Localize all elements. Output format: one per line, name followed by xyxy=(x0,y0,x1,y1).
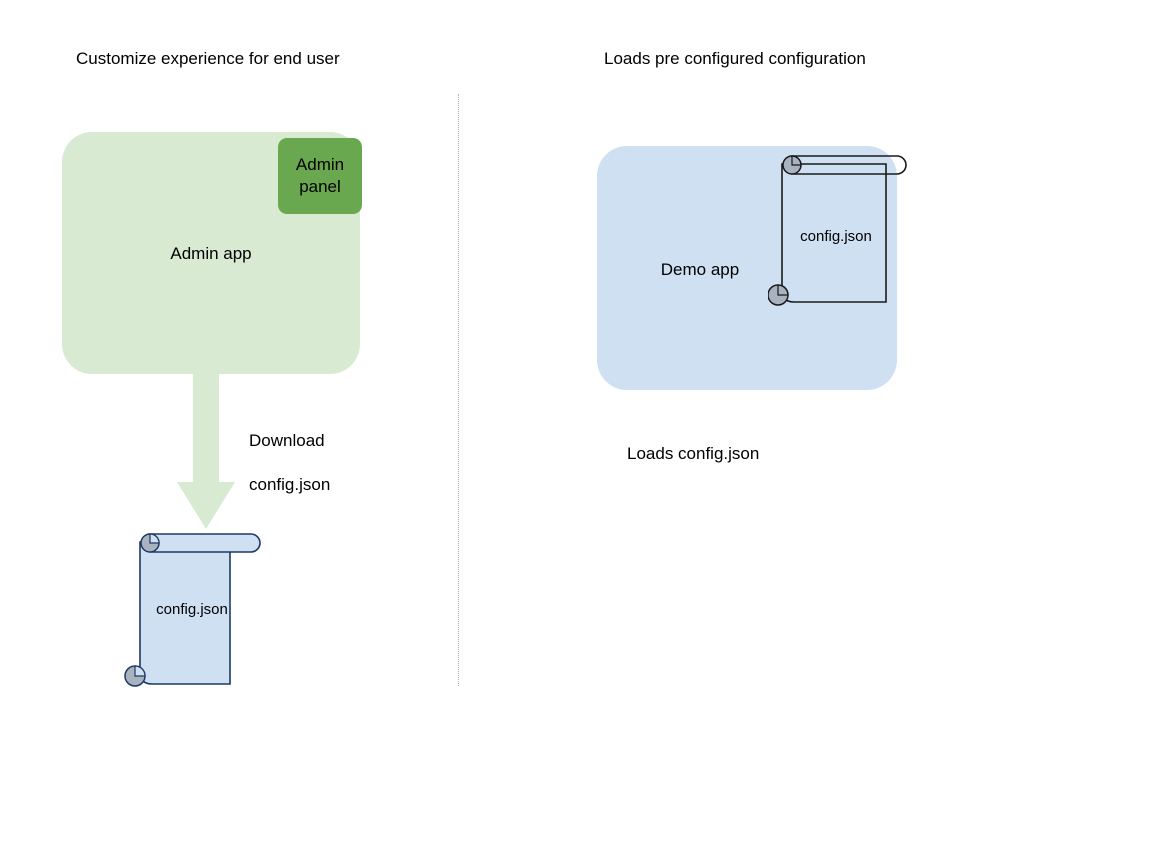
document-scroll-icon xyxy=(767,155,907,306)
loads-config-caption: Loads config.json xyxy=(627,444,760,463)
demo-app-box: Demo app xyxy=(597,146,897,390)
right-column-title: Loads pre configured configuration xyxy=(604,49,866,68)
config-json-document-right[interactable]: config.json xyxy=(767,150,914,312)
config-json-document-left[interactable]: config.json xyxy=(118,528,268,694)
config-json-label-right: config.json xyxy=(800,228,872,245)
admin-panel-chip[interactable]: Admin panel xyxy=(278,138,362,214)
left-column-title: Customize experience for end user xyxy=(76,49,340,68)
column-divider xyxy=(458,94,459,686)
admin-panel-label: Admin panel xyxy=(296,154,344,198)
admin-app-label: Admin app xyxy=(170,244,252,263)
admin-panel-label-line2: panel xyxy=(299,177,341,196)
download-arrow-caption-line2: config.json xyxy=(249,475,331,494)
download-arrow-caption-line1: Download xyxy=(249,431,325,450)
download-arrow-icon xyxy=(177,372,235,529)
document-scroll-icon xyxy=(124,533,261,687)
demo-app-label: Demo app xyxy=(660,260,740,279)
admin-panel-label-line1: Admin xyxy=(295,155,345,174)
config-json-label-left: config.json xyxy=(156,601,228,618)
download-arrow-caption: Download config.json xyxy=(249,408,330,518)
